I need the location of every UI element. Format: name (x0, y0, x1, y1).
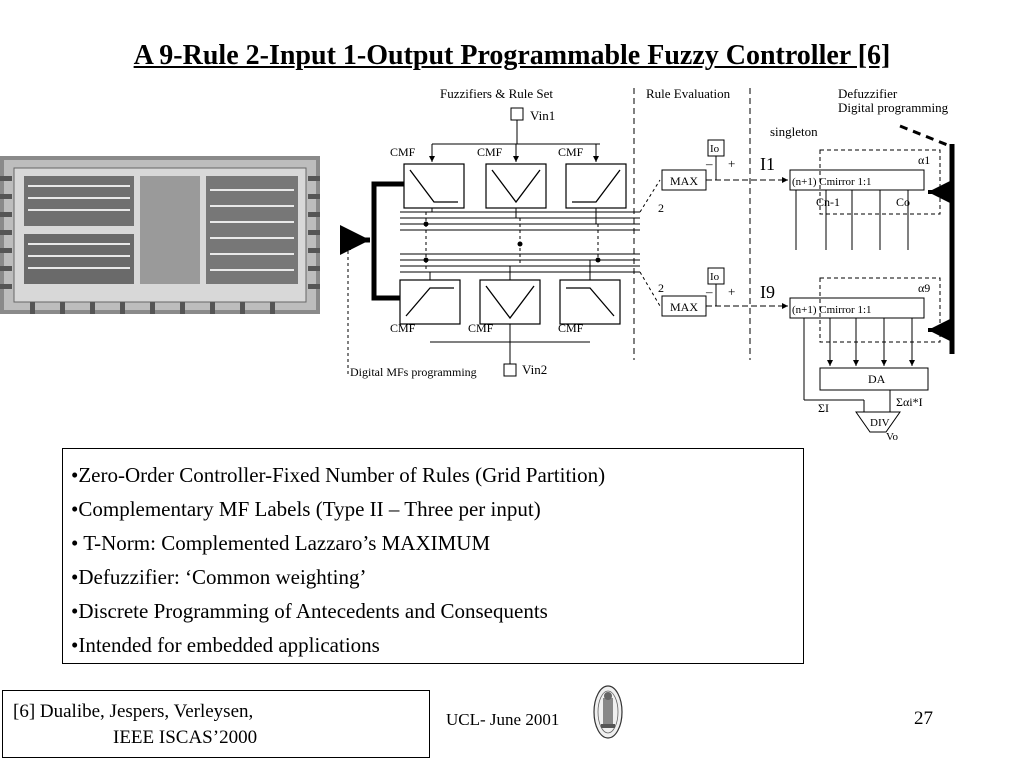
bullet-item: •Complementary MF Labels (Type II – Thre… (71, 497, 541, 521)
io-label-1: Io (710, 143, 720, 155)
label-sum-i: ΣI (818, 401, 829, 415)
svg-text:+: + (728, 156, 735, 171)
reference-line1: [6] Dualibe, Jespers, Verleysen, (13, 701, 254, 722)
label-fuzzifiers: Fuzzifiers & Rule Set (440, 86, 553, 101)
label-vo: Vo (886, 431, 899, 443)
cell-label-1: (n+1) Cmirror 1:1 (792, 176, 872, 188)
svg-text:+: + (728, 284, 735, 299)
label-alpha1: α1 (918, 153, 930, 167)
label-i9: I9 (760, 282, 775, 302)
io-label-9: Io (710, 271, 720, 283)
svg-text:–: – (705, 156, 713, 171)
label-singleton: singleton (770, 124, 818, 139)
svg-text:–: – (705, 284, 713, 299)
label-i1: I1 (760, 154, 775, 174)
max-label-1: MAX (670, 174, 698, 188)
max-label-9: MAX (670, 300, 698, 314)
label-da: DA (868, 372, 886, 386)
label-vin2: Vin2 (522, 362, 547, 377)
footer-text: UCL- June 2001 (446, 710, 560, 729)
reference-box: [6] Dualibe, Jespers, Verleysen, IEEE IS… (2, 690, 430, 758)
page-number: 27 (914, 708, 933, 729)
slide-title: A 9-Rule 2-Input 1-Output Programmable F… (133, 40, 891, 71)
max-count-1: 2 (658, 201, 664, 215)
label-vin1: Vin1 (530, 108, 555, 123)
bullet-item: •Discrete Programming of Antecedents and… (71, 599, 548, 623)
reference-line2: IEEE ISCAS’2000 (113, 727, 258, 748)
label-mfs-prog: Digital MFs programming (350, 365, 477, 379)
label-co: Co (896, 195, 910, 209)
label-defuzzifier: Defuzzifier (838, 86, 898, 101)
label-sum-ai: Σαi*I (896, 395, 923, 409)
label-cn: Cn-1 (816, 195, 840, 209)
fuzzy-controller-diagram: Fuzzifiers & Rule Set Rule Evaluation De… (340, 86, 955, 443)
label-rule-eval: Rule Evaluation (646, 86, 731, 101)
label-div: DIV (870, 417, 890, 429)
bullet-box: •Zero-Order Controller-Fixed Number of R… (62, 448, 804, 664)
bullet-item: •Intended for embedded applications (71, 633, 380, 657)
bullet-item: •Defuzzifier: ‘Common weighting’ (71, 565, 367, 589)
chip-micrograph (0, 156, 320, 314)
bullet-item: • T-Norm: Complemented Lazzaro’s MAXIMUM (71, 531, 491, 555)
mf-label-top-3: CMF (558, 145, 584, 159)
cell-label-9: (n+1) Cmirror 1:1 (792, 304, 872, 316)
label-alpha9: α9 (918, 281, 930, 295)
label-defuzz-sub: Digital programming (838, 100, 949, 115)
max-count-9: 2 (658, 281, 664, 295)
university-seal-icon (593, 685, 623, 739)
mf-label-top-1: CMF (390, 145, 416, 159)
mf-label-top-2: CMF (477, 145, 503, 159)
bullet-item: •Zero-Order Controller-Fixed Number of R… (71, 463, 606, 487)
